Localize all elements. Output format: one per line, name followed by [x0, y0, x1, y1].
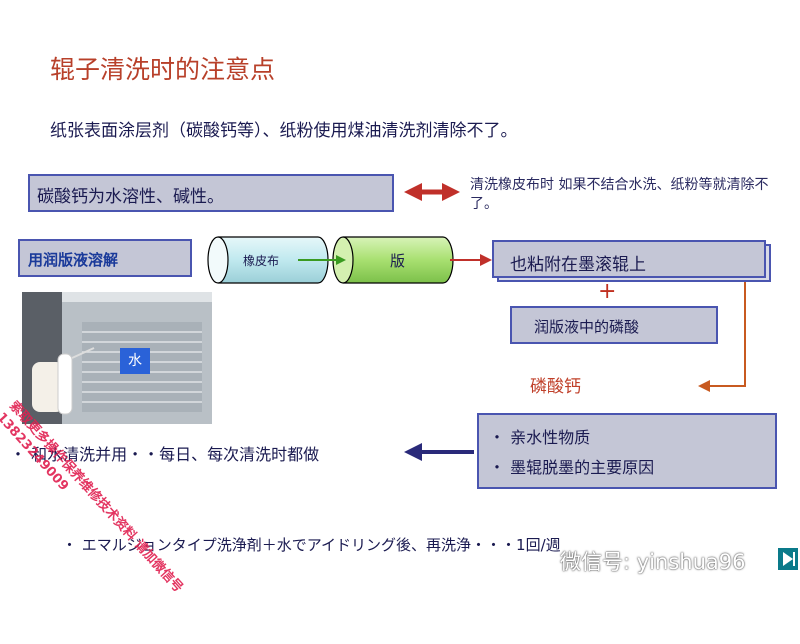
result-box: ・ 亲水性物质 ・ 墨辊脱墨的主要原因 — [477, 413, 777, 489]
subtitle: 纸张表面涂层剂（碳酸钙等）、纸粉使用煤油清洗剂清除不了。 — [50, 121, 518, 141]
fountain-solution-box: 用润版液溶解 — [18, 239, 192, 277]
left-arrow-icon — [404, 443, 474, 461]
wechat-id: 微信号: yinshua96 — [560, 550, 746, 574]
play-next-icon — [783, 552, 795, 566]
plate-cylinder-label: 版 — [390, 252, 406, 270]
double-arrow-icon — [404, 183, 460, 201]
plus-sign: + — [598, 279, 617, 304]
emulsion-cleaner-line: ・ エマルジョンタイプ洗浄剤＋水でアイドリング後、再洗浄・・・1回/週 — [62, 536, 561, 554]
diagram-arrows — [207, 183, 746, 461]
blanket-cleaning-note: 清洗橡皮布时 如果不结合水洗、纸粉等就清除不了。 — [470, 177, 769, 212]
ink-roller-box: 也粘附在墨滚辊上 — [492, 240, 766, 278]
result-item: ・ 墨辊脱墨的主要原因 — [489, 458, 655, 477]
calcium-phosphate-label: 磷酸钙 — [530, 377, 581, 397]
result-item: ・ 亲水性物质 — [489, 428, 591, 447]
page-title: 辊子清洗时的注意点 — [50, 55, 276, 84]
phosphoric-acid-box: 润版液中的磷酸 — [510, 306, 718, 344]
blanket-cylinder-label: 橡皮布 — [243, 254, 280, 268]
next-slide-button[interactable] — [778, 548, 798, 570]
elbow-arrow-icon — [698, 282, 746, 392]
plate-to-roller-arrow-icon — [450, 254, 492, 266]
transfer-arrow-icon — [298, 255, 346, 265]
combined-water-cleaning-line: ・ 和水清洗并用・・每日、每次清洗时都做 — [10, 445, 320, 464]
water-label: 水 — [120, 348, 150, 374]
machine-photo — [22, 292, 212, 424]
calcium-carbonate-box: 碳酸钙为水溶性、碱性。 — [28, 174, 394, 212]
machine-cleaning-image — [22, 292, 212, 424]
